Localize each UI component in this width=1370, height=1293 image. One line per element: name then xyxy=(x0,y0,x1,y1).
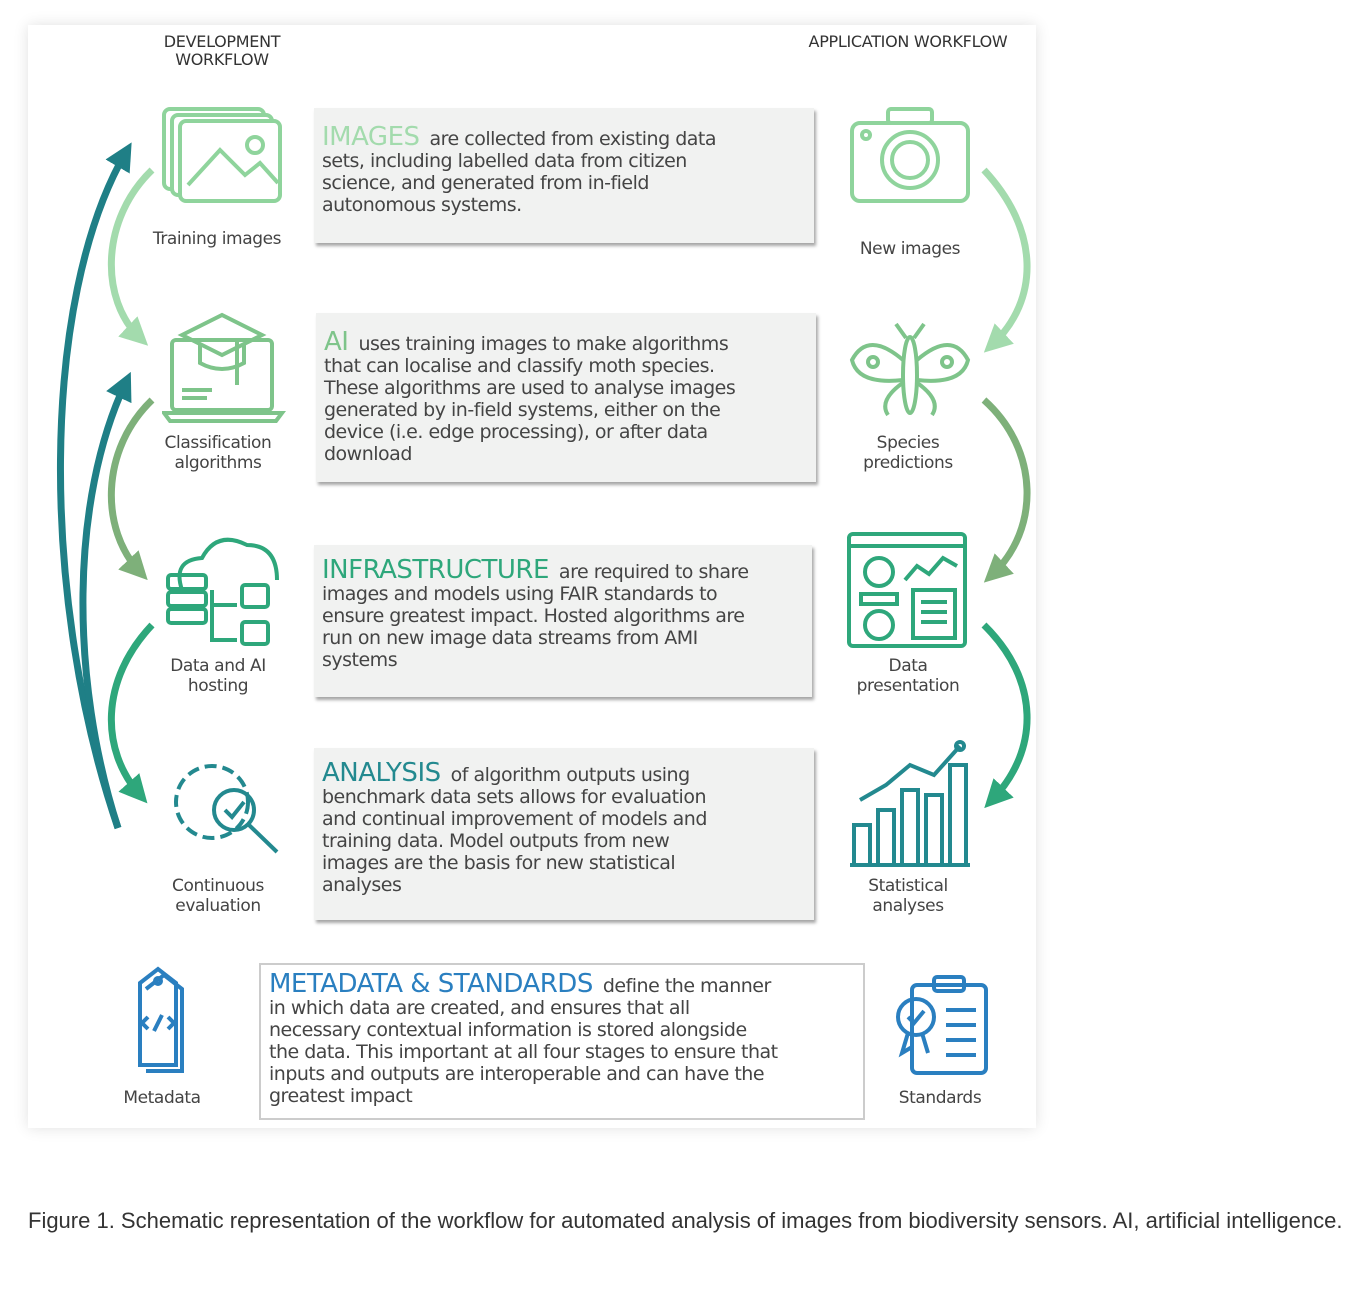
label-standards: Standards xyxy=(898,1088,982,1108)
box-text: images and models using FAIR standards t… xyxy=(322,583,718,605)
box-text: science, and generated from in-field xyxy=(322,172,649,194)
standards-clipboard-icon xyxy=(896,975,988,1075)
box-text-line: ANALYSIS of algorithm outputs using xyxy=(322,760,806,786)
box-keyword: INFRASTRUCTURE xyxy=(322,555,549,585)
box-text-line: images and models using FAIR standards t… xyxy=(322,583,804,605)
box-text: are required to share xyxy=(558,561,749,583)
box-text-line: download xyxy=(324,443,808,465)
box-text: inputs and outputs are interoperable and… xyxy=(269,1063,765,1085)
arrow-app-1 xyxy=(981,167,1031,353)
arrow-dev-3 xyxy=(107,622,155,804)
box-keyword: METADATA & STANDARDS xyxy=(269,969,593,999)
arrow-app-3 xyxy=(981,622,1031,809)
box-text-line: inputs and outputs are interoperable and… xyxy=(269,1063,855,1085)
box-keyword: AI xyxy=(324,327,349,357)
box-text: systems xyxy=(322,649,398,671)
box-text: device (i.e. edge processing), or after … xyxy=(324,421,708,443)
box-text: and continual improvement of models and xyxy=(322,808,707,830)
box-text: generated by in-field systems, either on… xyxy=(324,399,721,421)
box-text-line: greatest impact xyxy=(269,1085,855,1107)
long-arrow-to-ai xyxy=(79,371,132,830)
box-text-line: in which data are created, and ensures t… xyxy=(269,997,855,1019)
box-text: These algorithms are used to analyse ima… xyxy=(324,377,736,399)
box-text-line: sets, including labelled data from citiz… xyxy=(322,150,806,172)
bar-line-chart-icon xyxy=(850,740,970,867)
label-species-predictions: Species predictions xyxy=(863,433,953,473)
box-text-line: IMAGES are collected from existing data xyxy=(322,124,806,150)
box-text: the data. This important at all four sta… xyxy=(269,1041,778,1063)
laptop-graduation-cap-icon xyxy=(162,312,286,423)
box-text-line: AI uses training images to make algorithm… xyxy=(324,329,808,355)
box-text-line: autonomous systems. xyxy=(322,194,806,216)
box-text-line: benchmark data sets allows for evaluatio… xyxy=(322,786,806,808)
box-text-line: the data. This important at all four sta… xyxy=(269,1041,855,1063)
box-text-line: necessary contextual information is stor… xyxy=(269,1019,855,1041)
box-text: that can localise and classify moth spec… xyxy=(324,355,715,377)
box-text-line: systems xyxy=(322,649,804,671)
gear-magnifier-check-icon xyxy=(174,764,279,854)
dashboard-icon xyxy=(847,532,967,648)
label-statistical-analyses: Statistical analyses xyxy=(868,876,948,916)
label-new-images: New images xyxy=(859,239,961,259)
box-text-line: analyses xyxy=(322,874,806,896)
box-text-line: that can localise and classify moth spec… xyxy=(324,355,808,377)
box-text: images are the basis for new statistical xyxy=(322,852,676,874)
box-text: of algorithm outputs using xyxy=(450,764,691,786)
label-data-presentation: Data presentation xyxy=(856,656,960,696)
box-text-line: generated by in-field systems, either on… xyxy=(324,399,808,421)
box-text: training data. Model outputs from new xyxy=(322,830,670,852)
ai-description-box: AI uses training images to make algorithm… xyxy=(316,313,816,482)
box-text: are collected from existing data xyxy=(429,128,717,150)
label-training-images: Training images xyxy=(152,229,282,249)
box-text: autonomous systems. xyxy=(322,194,522,216)
box-text-line: ensure greatest impact. Hosted algorithm… xyxy=(322,605,804,627)
moth-icon xyxy=(849,322,971,417)
box-text-line: run on new image data streams from AMI xyxy=(322,627,804,649)
box-text: run on new image data streams from AMI xyxy=(322,627,698,649)
box-text-line: METADATA & STANDARDS define the manner xyxy=(269,971,855,997)
images-icon xyxy=(162,107,282,203)
box-text: uses training images to make algorithms xyxy=(358,333,729,355)
application-workflow-header: Application workflow xyxy=(808,32,1008,51)
cloud-server-icon xyxy=(166,537,279,646)
box-text: greatest impact xyxy=(269,1085,413,1107)
box-text-line: and continual improvement of models and xyxy=(322,808,806,830)
label-metadata: Metadata xyxy=(123,1088,201,1108)
box-text-line: training data. Model outputs from new xyxy=(322,830,806,852)
arrow-dev-1 xyxy=(107,167,155,346)
box-text: analyses xyxy=(322,874,402,896)
figure-caption: Figure 1. Schematic representation of th… xyxy=(28,1208,1343,1233)
box-text-line: These algorithms are used to analyse ima… xyxy=(324,377,808,399)
long-arrow-to-images xyxy=(56,142,132,830)
arrow-dev-2 xyxy=(107,397,155,581)
box-text-line: device (i.e. edge processing), or after … xyxy=(324,421,808,443)
box-keyword: IMAGES xyxy=(322,122,420,152)
box-text: benchmark data sets allows for evaluatio… xyxy=(322,786,707,808)
box-text: sets, including labelled data from citiz… xyxy=(322,150,687,172)
metadata-tag-icon xyxy=(138,966,184,1073)
box-keyword: ANALYSIS xyxy=(322,758,441,788)
development-workflow-header: Development workflow xyxy=(163,32,281,69)
camera-icon xyxy=(850,107,970,203)
label-data-ai-hosting: Data and AI hosting xyxy=(170,656,266,696)
arrow-app-2 xyxy=(981,397,1031,583)
box-text: define the manner xyxy=(602,975,771,997)
label-continuous-evaluation: Continuous evaluation xyxy=(171,876,264,916)
label-classification-algorithms: Classification algorithms xyxy=(164,433,272,473)
box-text: ensure greatest impact. Hosted algorithm… xyxy=(322,605,745,627)
box-text-line: images are the basis for new statistical xyxy=(322,852,806,874)
box-text-line: science, and generated from in-field xyxy=(322,172,806,194)
box-text: necessary contextual information is stor… xyxy=(269,1019,747,1041)
box-text: in which data are created, and ensures t… xyxy=(269,997,690,1019)
box-text: download xyxy=(324,443,412,465)
box-text-line: INFRASTRUCTURE are required to share xyxy=(322,557,804,583)
